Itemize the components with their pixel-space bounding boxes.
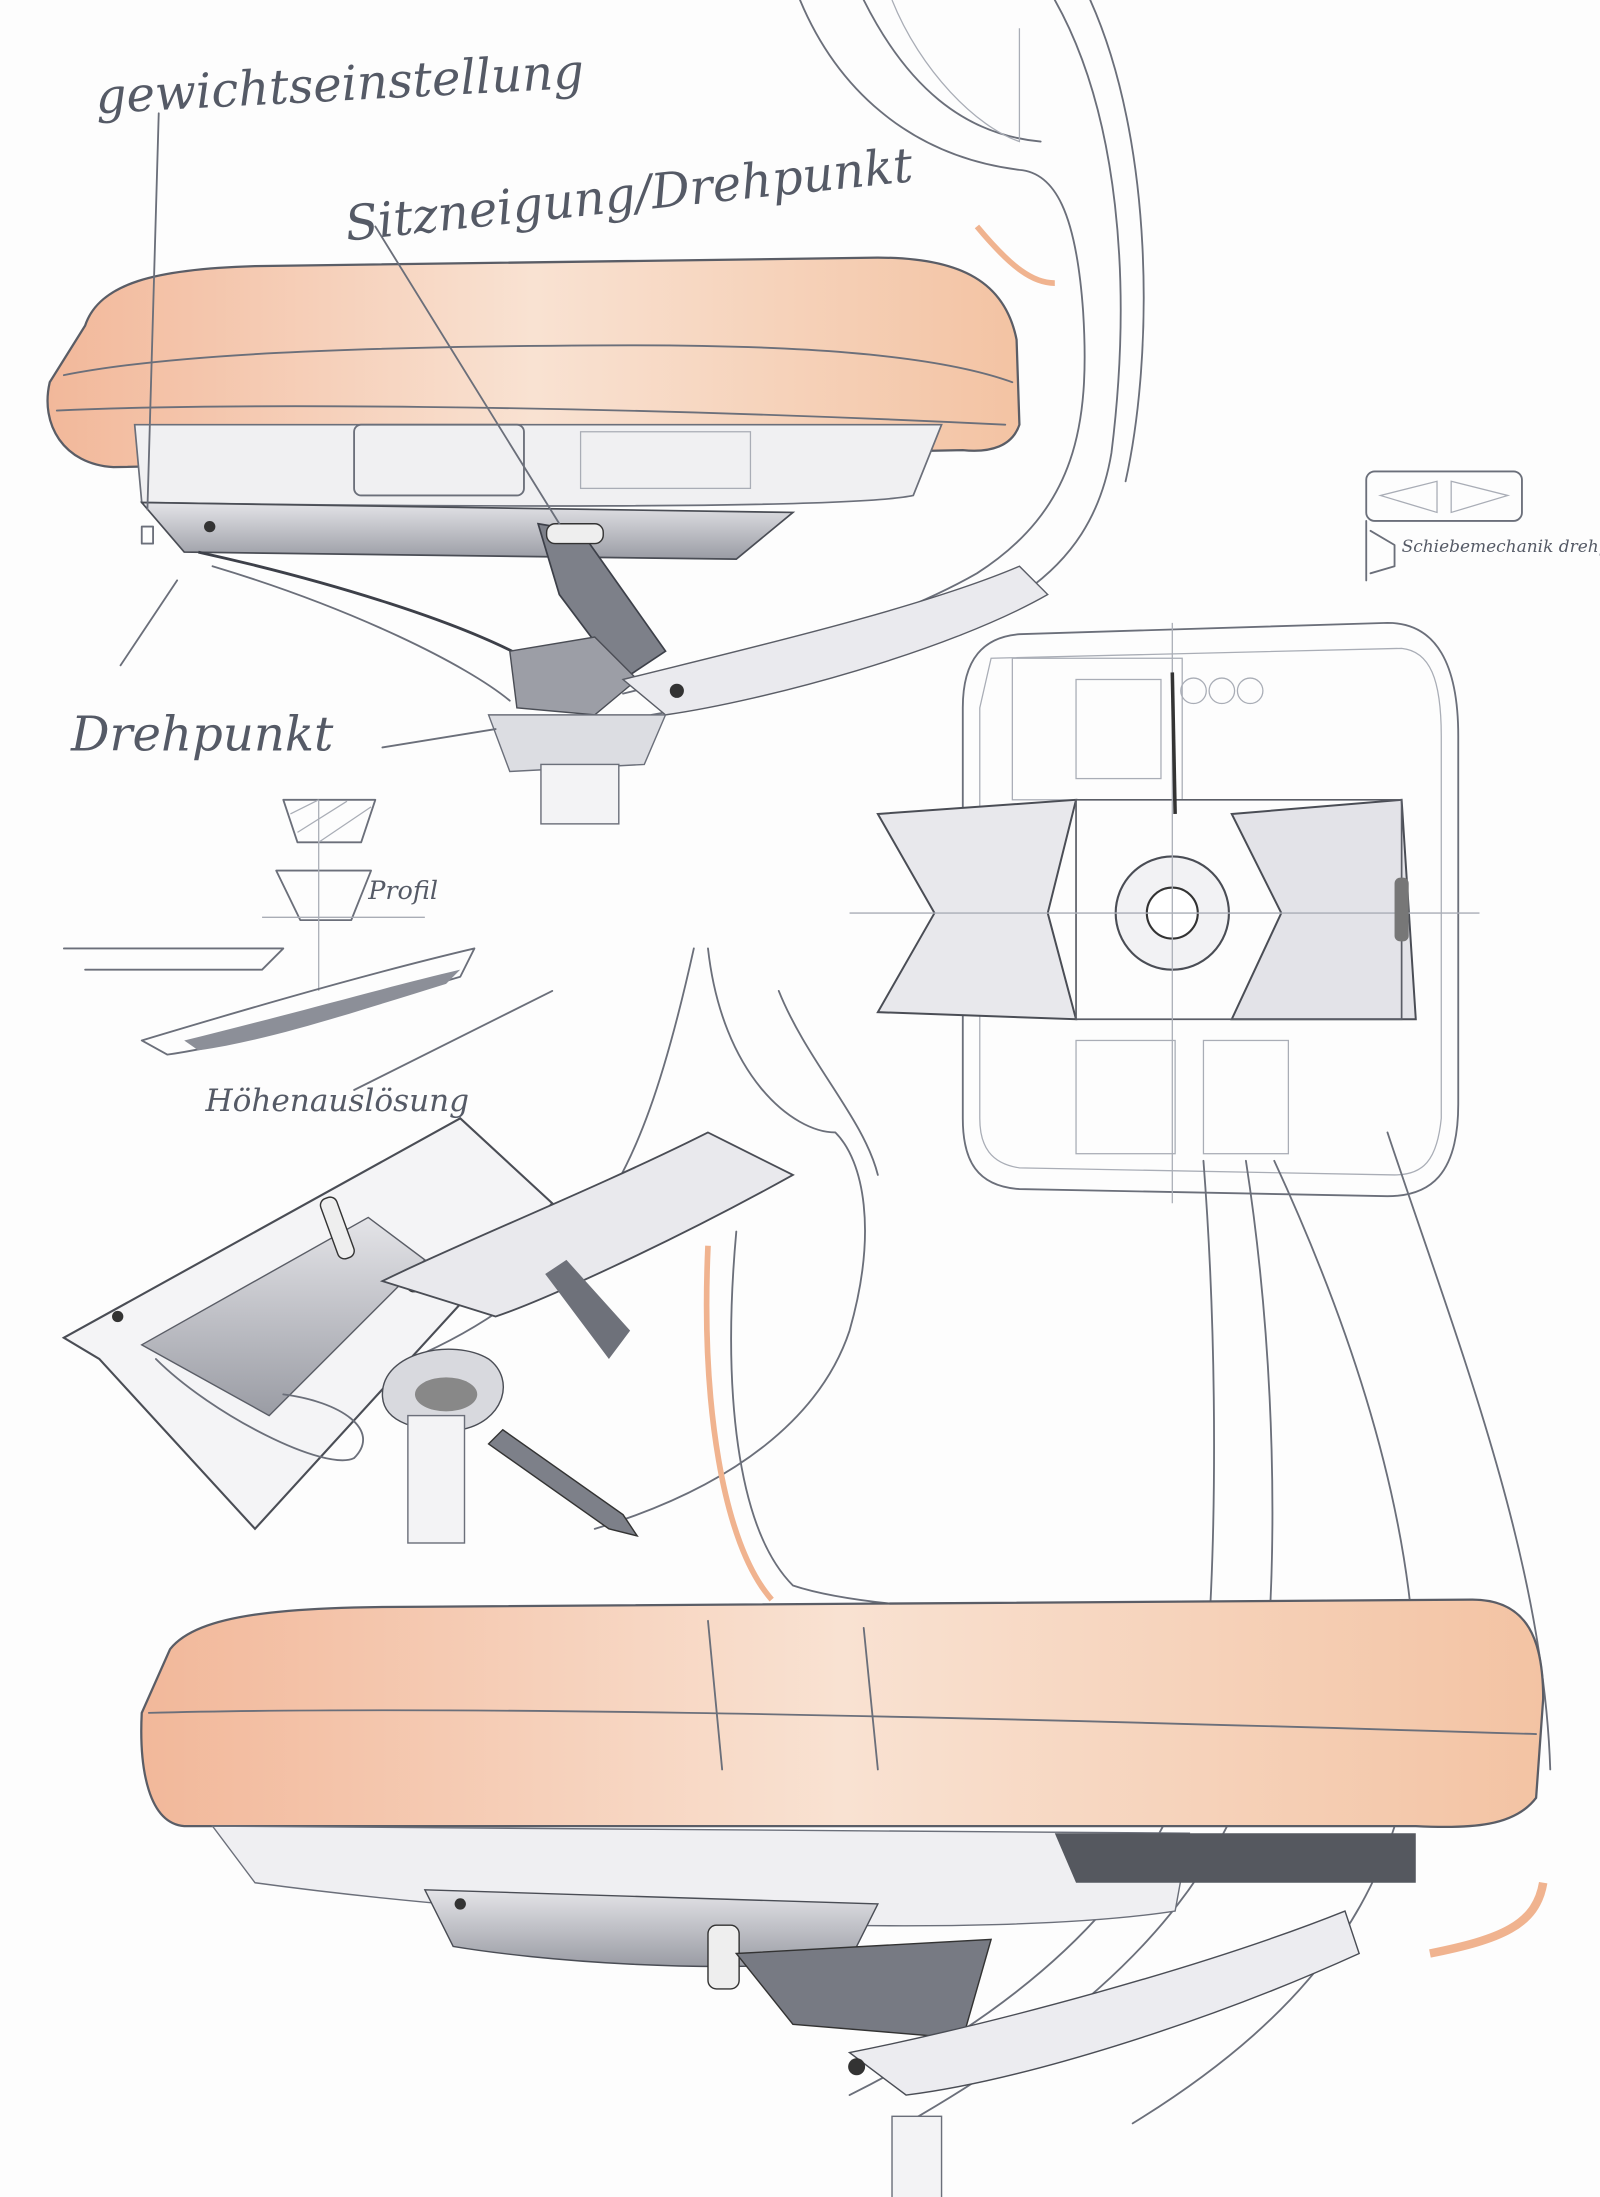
profile-detail-sketch	[62, 798, 476, 1056]
mechanism-plan-view	[849, 621, 1480, 1204]
annotation-height-release: Höhenauslösung	[204, 1083, 469, 1119]
slide-mechanism-detail	[1365, 470, 1523, 582]
top-seat-view	[46, 256, 1049, 825]
bottom-seat-view	[140, 1131, 1552, 2197]
annotation-pivot: Drehpunkt	[70, 706, 334, 762]
annotation-leaders	[119, 112, 561, 1091]
annotation-profile: Profil	[367, 876, 438, 906]
annotation-slide-pivot: Schiebemechanik drehpunkt	[1402, 537, 1600, 557]
annotation-seat-tilt-pivot: Sitzneigung/Drehpunkt	[342, 137, 915, 252]
annotation-weight-adjust: gewichtseinstellung	[94, 44, 585, 126]
perspective-mechanism-view	[61, 947, 879, 1544]
